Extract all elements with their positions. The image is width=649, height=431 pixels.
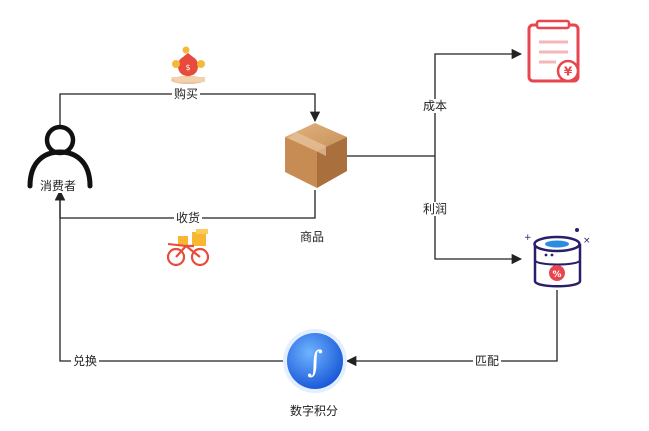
node-label-points: 数字积分 [290, 404, 339, 418]
edge-label-purchase: 购买 [172, 87, 201, 101]
receipt-yuan-icon: ¥ [527, 19, 580, 83]
edge-profit [434, 156, 523, 265]
node-label-product: 商品 [300, 230, 325, 244]
edge-label-receive: 收货 [174, 211, 203, 225]
edge-label-cost: 成本 [421, 99, 450, 113]
edge-cost [434, 48, 523, 156]
connectors [54, 48, 558, 367]
edge-match [345, 290, 558, 367]
edge-label-redeem: 兑换 [71, 354, 100, 368]
svg-text:¥: ¥ [564, 65, 573, 79]
svg-text:+: + [524, 233, 532, 243]
package-box-icon [285, 123, 347, 188]
node-label-consumer: 消费者 [38, 179, 79, 193]
money-hand-icon: $ [171, 46, 205, 84]
delivery-bike-icon [166, 229, 210, 267]
database-percent-icon: × + % [524, 228, 591, 288]
svg-text:∫: ∫ [307, 345, 323, 380]
edge-label-match: 匹配 [473, 354, 502, 368]
edge-redeem [54, 189, 283, 362]
svg-text:×: × [583, 236, 591, 246]
user-icon [27, 124, 93, 189]
svg-text:$: $ [185, 63, 190, 72]
integral-symbol-icon: ∫ [283, 329, 347, 393]
svg-text:%: % [552, 270, 561, 280]
edge-label-profit: 利润 [421, 202, 450, 216]
